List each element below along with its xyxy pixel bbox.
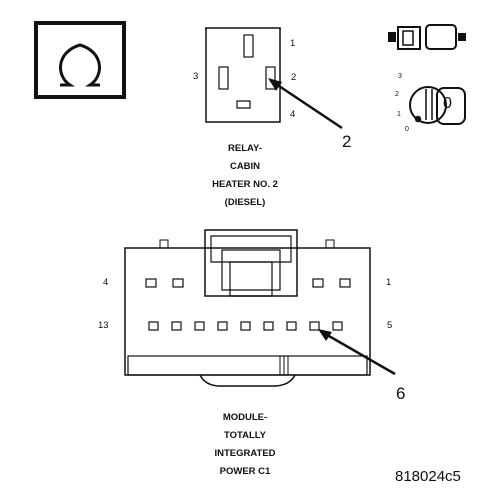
module-caption-line: TOTALLY — [223, 430, 267, 441]
module-pin-5-label: 5 — [387, 320, 393, 331]
relay-connector — [205, 27, 343, 130]
key-position-label: 1 — [397, 111, 401, 118]
omega-symbol-box — [34, 21, 126, 99]
key-position-label: 2 — [395, 91, 399, 98]
relay-caption: RELAY- CABIN HEATER NO. 2 (DIESEL) — [180, 140, 310, 212]
ignition-icons — [388, 24, 466, 125]
relay-caption-line: HEATER NO. 2 — [212, 179, 278, 190]
relay-pin-3-label: 3 — [193, 71, 199, 82]
ignition-key-icon — [409, 86, 466, 125]
module-caption-line: MODULE- — [222, 412, 268, 423]
relay-pin-4-label: 4 — [290, 109, 296, 120]
module-pin-1-label: 1 — [386, 277, 392, 288]
figure-id: 818024c5 — [395, 468, 461, 485]
relay-pin-1-label: 1 — [290, 38, 296, 49]
key-position-label: 0 — [405, 126, 409, 133]
relay-caption-line: RELAY- — [228, 143, 262, 154]
module-caption: MODULE- TOTALLY INTEGRATED POWER C1 — [180, 409, 310, 481]
module-pin-4-label: 4 — [103, 277, 109, 288]
module-callout-number: 6 — [396, 384, 406, 403]
omega-icon — [59, 43, 101, 87]
module-connector — [124, 229, 396, 387]
relay-caption-line: CABIN — [229, 161, 261, 172]
module-pin-13-label: 13 — [98, 320, 109, 331]
module-caption-line: POWER C1 — [219, 466, 271, 477]
bottom-cavity-row — [148, 321, 343, 331]
module-caption-line: INTEGRATED — [214, 448, 276, 459]
relay-caption-line: (DIESEL) — [224, 197, 266, 208]
key-position-label: 3 — [398, 73, 402, 80]
key-switch-side-icon — [388, 24, 466, 50]
key-face-label: 0 — [443, 95, 452, 112]
relay-pin-2-label: 2 — [291, 72, 297, 83]
relay-callout-number: 2 — [342, 132, 352, 151]
